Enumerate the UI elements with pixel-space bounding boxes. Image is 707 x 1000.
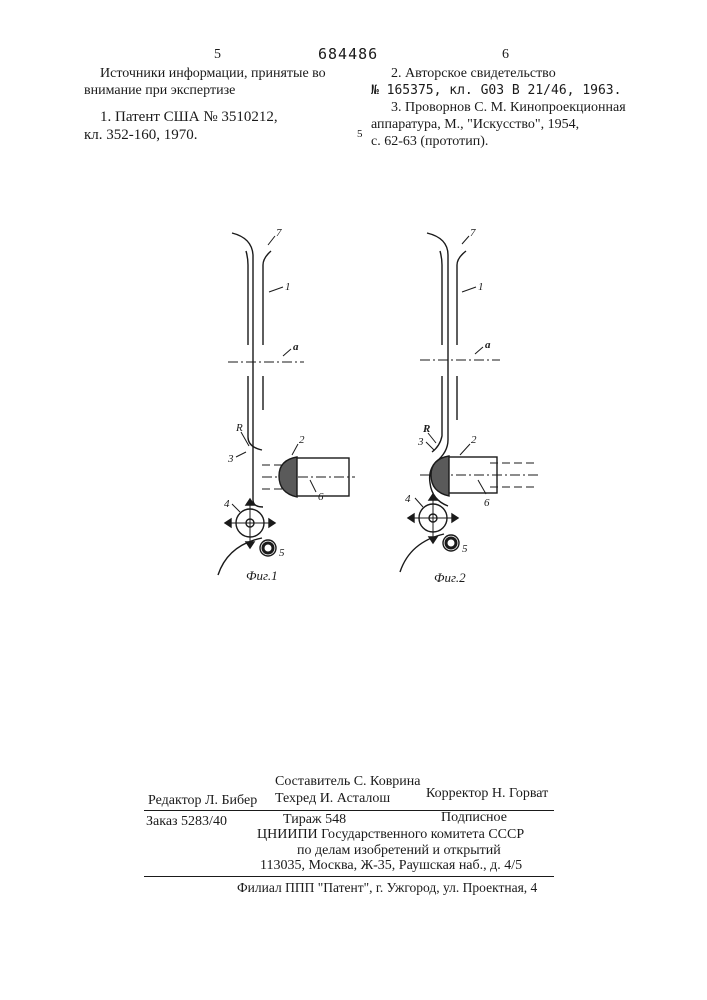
reference-1-line2: кл. 352-160, 1970.: [84, 127, 198, 143]
imprint-compiler: Составитель С. Коврина: [275, 774, 421, 790]
fig1-label-7: 7: [276, 227, 282, 239]
fig1-label-1: 1: [285, 281, 291, 293]
fig2-label-R: R: [422, 423, 430, 435]
sources-heading-line1: Источники информации, принятые во: [100, 66, 326, 82]
imprint-address: 113035, Москва, Ж-35, Раушская наб., д. …: [260, 858, 522, 874]
fig1-label-6: 6: [318, 491, 324, 503]
line-number-marker: 5: [357, 126, 363, 142]
sources-heading-line2: внимание при экспертизе: [84, 83, 235, 99]
fig1-label-4: 4: [224, 498, 230, 510]
fig2-drum-arc: [400, 534, 444, 572]
imprint-corrector: Корректор Н. Горват: [426, 786, 548, 802]
imprint-rule-bottom: [144, 876, 554, 877]
fig2-channel-guide-right: [457, 251, 466, 345]
fig1-label-3: 3: [227, 453, 234, 465]
reference-2-line1: 2. Авторское свидетельство: [391, 66, 556, 82]
imprint-organization-line2: по делам изобретений и открытий: [297, 843, 501, 859]
fig1-channel-guide-left: [246, 251, 248, 345]
fig2-label-5: 5: [462, 543, 468, 555]
imprint-techred: Техред И. Асталош: [275, 791, 390, 807]
fig1-lens: [279, 457, 297, 497]
imprint-circulation: Тираж 548: [283, 812, 346, 828]
reference-1-line1: 1. Патент США № 3510212,: [100, 109, 278, 125]
fig2-lens-barrel: [447, 457, 497, 493]
figure-1-drawing: 7 1 a R 2 3 6 4 5 Фиг.1: [210, 225, 360, 600]
fig1-caption: Фиг.1: [246, 568, 278, 583]
fig2-label-7: 7: [470, 227, 476, 239]
fig1-label-a: a: [293, 341, 299, 353]
fig2-label-3: 3: [417, 436, 424, 448]
fig2-label-a: a: [485, 339, 491, 351]
reference-3-line1: 3. Проворнов С. М. Кинопроекционная: [391, 100, 626, 116]
imprint-subscription: Подписное: [441, 810, 507, 826]
page-number-left: 5: [214, 47, 221, 63]
fig1-label-R: R: [235, 422, 243, 434]
reference-3-line2: аппаратура, М., "Искусство", 1954,: [371, 117, 579, 133]
patent-number: 684486: [318, 46, 378, 62]
fig1-label-5: 5: [279, 547, 285, 559]
fig2-label-4: 4: [405, 493, 411, 505]
reference-3-line3: с. 62-63 (прототип).: [371, 134, 488, 150]
imprint-organization-line1: ЦНИИПИ Государственного комитета СССР: [257, 827, 524, 843]
figure-2-drawing: 7 1 a R 3 2 6 4 5 Фиг.2: [395, 225, 545, 600]
fig2-channel-guide-left: [440, 251, 442, 345]
reference-2-line2: № 165375, кл. G03 B 21/46, 1963.: [371, 83, 621, 99]
fig2-label-2: 2: [471, 434, 477, 446]
fig2-label-6: 6: [484, 497, 490, 509]
page-number-right: 6: [502, 47, 509, 63]
imprint-branch: Филиал ППП "Патент", г. Ужгород, ул. Про…: [237, 880, 537, 896]
imprint-order: Заказ 5283/40: [146, 814, 227, 830]
fig1-lower-guide-left: [248, 376, 262, 450]
fig2-label-1: 1: [478, 281, 484, 293]
fig1-channel-guide-right: [263, 251, 271, 345]
fig2-caption: Фиг.2: [434, 570, 466, 585]
imprint-editor: Редактор Л. Бибер: [148, 793, 257, 809]
fig1-label-2: 2: [299, 434, 305, 446]
fig2-lens: [431, 456, 449, 496]
